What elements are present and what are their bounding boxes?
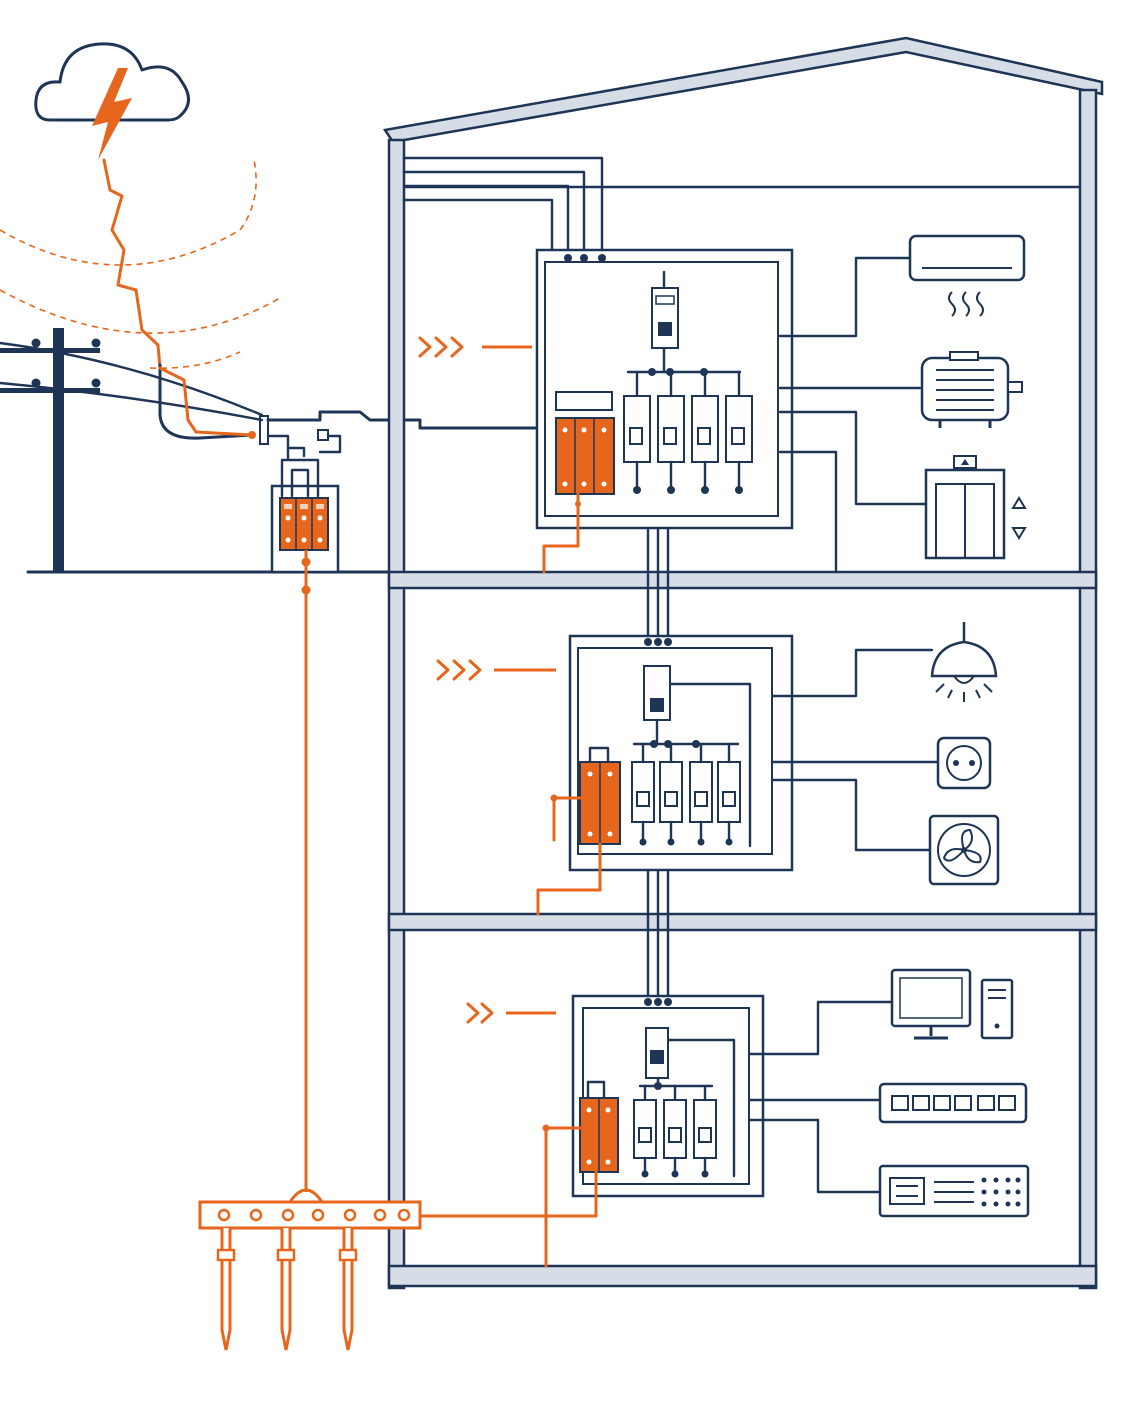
main-breaker	[645, 1027, 669, 1079]
surge-protector-module	[555, 391, 615, 495]
floor-3-load-circuits	[778, 256, 928, 574]
roof	[382, 36, 1104, 144]
wall-outlet-icon	[936, 736, 992, 790]
surge-protector-module	[579, 1080, 619, 1173]
ground-conductor	[301, 550, 598, 1218]
service-drop	[158, 363, 542, 460]
surge-protector-module	[579, 746, 621, 845]
ground-bar	[198, 1188, 422, 1230]
primary-surge-protector	[279, 497, 329, 551]
floor-3-incoming-surge-arrows	[418, 336, 532, 358]
floor-1-load-circuits	[747, 1000, 894, 1194]
floor-1-distribution-panel	[542, 994, 765, 1268]
floor-3-distribution-panel	[535, 248, 794, 574]
elevator-icon	[924, 455, 1027, 560]
floor-1-incoming-surge-arrows	[466, 1002, 556, 1024]
branch-breaker	[717, 742, 741, 846]
main-breaker	[643, 665, 671, 721]
floor-2-incoming-surge-arrows	[436, 659, 556, 681]
exhaust-fan-icon	[928, 814, 1000, 886]
cloud-icon	[34, 42, 190, 122]
branch-breaker	[631, 742, 655, 846]
radiating-field-arcs	[0, 159, 281, 369]
floor-2-load-circuits	[770, 648, 940, 852]
ceiling-lamp-icon	[930, 622, 998, 702]
branch-breaker	[691, 370, 719, 494]
branch-breaker	[659, 742, 683, 846]
network-switch-icon	[878, 1082, 1028, 1124]
branch-breaker	[657, 370, 685, 494]
control-panel-icon	[878, 1164, 1030, 1218]
branch-breaker	[663, 1084, 687, 1178]
main-breaker	[651, 270, 679, 349]
branch-breaker	[693, 1084, 717, 1178]
floor-2-distribution-panel	[536, 634, 794, 916]
air-conditioner-icon	[908, 234, 1026, 317]
lightning-bolt-icon	[92, 68, 162, 370]
ground-rods	[216, 1228, 358, 1351]
building-structure	[382, 36, 1104, 1290]
computer-icon	[890, 968, 1014, 1040]
branch-breaker	[633, 1084, 657, 1178]
electric-motor-icon	[920, 351, 1023, 428]
overhead-lines	[0, 341, 264, 422]
branch-breaker	[689, 742, 713, 846]
branch-breaker	[725, 370, 753, 494]
riser-feeders	[646, 526, 670, 1002]
branch-breaker	[623, 370, 651, 494]
